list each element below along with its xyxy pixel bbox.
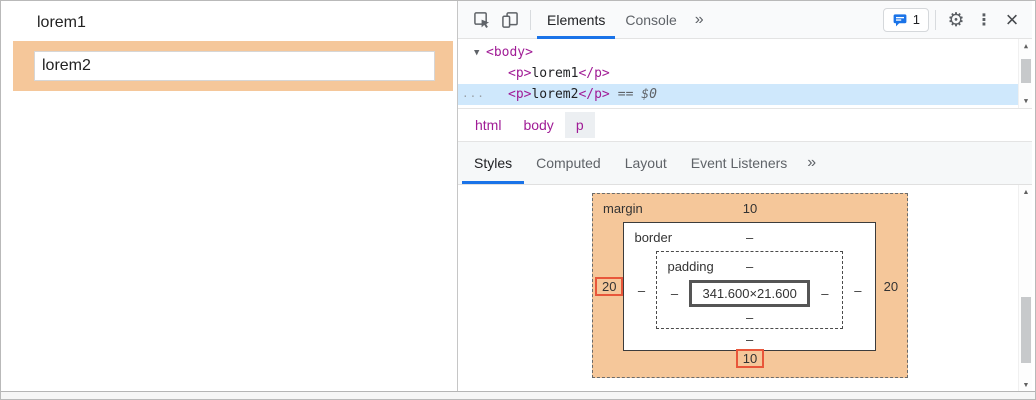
more-tabs-chevron-icon[interactable]: » (807, 154, 817, 171)
border-bottom-value[interactable]: – (746, 332, 754, 347)
tree-row-p2-selected[interactable]: <p>lorem2</p>== $0 (458, 84, 1018, 105)
settings-gear-icon[interactable]: ⚙ (947, 8, 965, 31)
scroll-down-icon[interactable]: ▼ (1022, 381, 1030, 389)
tab-computed[interactable]: Computed (536, 155, 601, 171)
more-tabs-chevron-icon[interactable]: » (694, 10, 704, 28)
tab-layout[interactable]: Layout (624, 155, 667, 171)
scrollbar-thumb[interactable] (1021, 297, 1031, 363)
box-model-diagram: margin 10 20 border – (592, 193, 908, 378)
border-top-value[interactable]: – (746, 229, 754, 245)
box-model-border: border – – padding – (623, 222, 876, 351)
device-toolbar-icon[interactable] (496, 6, 524, 34)
margin-right-value[interactable]: 20 (883, 279, 899, 294)
devtools-panel: Elements Console » 1 ⚙ ⋮ × (457, 1, 1032, 392)
window-bottom-edge (1, 391, 1035, 399)
message-bubble-icon (893, 13, 907, 26)
page-viewport: lorem1 lorem2 (1, 1, 457, 392)
tab-event-listeners[interactable]: Event Listeners (690, 155, 788, 171)
issues-counter-button[interactable]: 1 (882, 7, 929, 32)
close-devtools-icon[interactable]: × (1005, 6, 1019, 32)
issues-count: 1 (912, 12, 920, 27)
padding-bottom-value[interactable]: – (746, 310, 754, 325)
box-model-margin: margin 10 20 border – (592, 193, 908, 378)
margin-top-value[interactable]: 10 (742, 200, 758, 216)
scroll-down-icon[interactable]: ▼ (1023, 97, 1029, 105)
margin-label: margin (603, 200, 643, 216)
styles-scrollbar[interactable]: ▲ ▼ (1018, 185, 1032, 392)
border-left-value[interactable]: – (637, 282, 646, 298)
tab-elements[interactable]: Elements (537, 1, 616, 39)
scrollbar-thumb[interactable] (1021, 59, 1031, 83)
tree-scrollbar[interactable]: ▲ ▼ (1018, 39, 1032, 108)
tree-row-p1[interactable]: <p>lorem1</p> (508, 66, 610, 81)
box-model-padding: padding – – 341.600×21.600 – (656, 251, 843, 329)
page-paragraph-2: lorem2 (42, 57, 91, 74)
box-model-content-size[interactable]: 341.600×21.600 (689, 280, 810, 307)
breadcrumb-item-p[interactable]: p (564, 112, 595, 138)
border-bottom-row: – (624, 329, 874, 350)
margin-left-value[interactable]: 20 (595, 277, 624, 296)
styles-tab-bar: Styles Computed Layout Event Listeners » (458, 142, 1032, 185)
padding-label: padding (667, 258, 714, 274)
tab-styles[interactable]: Styles (462, 142, 525, 184)
inspect-margin-overlay: lorem2 (13, 41, 453, 91)
selected-node-hint: == $0 (617, 87, 657, 102)
scroll-up-icon[interactable]: ▲ (1023, 42, 1029, 50)
breadcrumb: html body p (458, 109, 1032, 142)
breadcrumb-item-body[interactable]: body (523, 117, 554, 133)
expander-arrow-icon[interactable]: ▼ (474, 47, 480, 58)
margin-bottom-row: 10 (593, 348, 907, 377)
elements-tree: ▼ <body> <p>lorem1</p> <p>lorem2</p>== $… (458, 39, 1032, 109)
inspect-element-icon[interactable] (468, 6, 496, 34)
overflow-menu-icon[interactable]: ⋮ (976, 10, 992, 29)
padding-top-value[interactable]: – (746, 258, 754, 274)
scroll-up-icon[interactable]: ▲ (1022, 188, 1030, 196)
border-label: border (634, 229, 673, 245)
devtools-toolbar: Elements Console » 1 ⚙ ⋮ × (458, 1, 1032, 39)
tab-console[interactable]: Console (625, 11, 677, 28)
border-right-value[interactable]: – (854, 282, 862, 298)
row-overflow-dots: ... (462, 87, 485, 100)
padding-left-value[interactable]: – (670, 286, 679, 301)
toolbar-separator (935, 9, 936, 30)
toolbar-separator (530, 9, 531, 30)
padding-bottom-row: – (657, 307, 841, 328)
styles-pane: margin 10 20 border – (458, 185, 1032, 392)
inspected-paragraph: lorem2 (34, 51, 435, 81)
tree-row-body[interactable]: ▼ <body> (474, 45, 533, 60)
breadcrumb-item-html[interactable]: html (475, 117, 502, 133)
page-paragraph-1: lorem1 (37, 14, 86, 31)
padding-right-value[interactable]: – (821, 286, 829, 301)
margin-bottom-value[interactable]: 10 (735, 348, 765, 368)
